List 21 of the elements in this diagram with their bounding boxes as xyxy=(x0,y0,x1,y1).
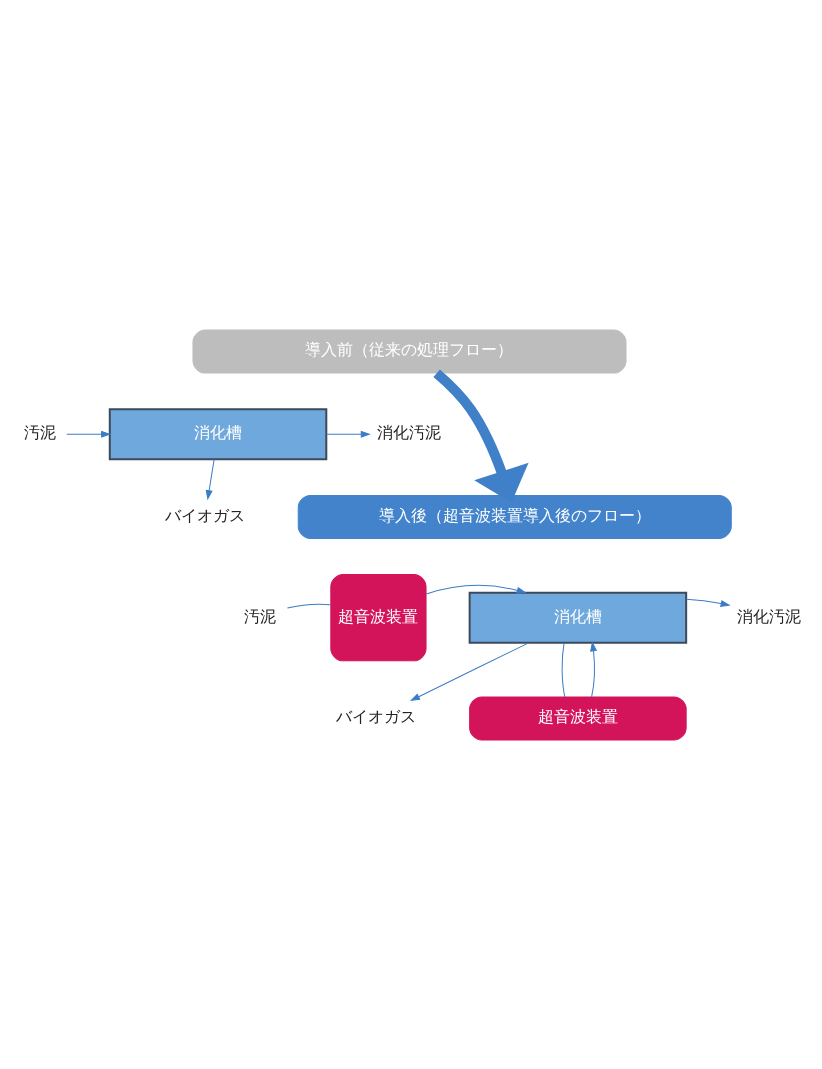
node-box: 超音波装置 xyxy=(469,695,687,740)
node-box: 導入前（従来の処理フロー） xyxy=(192,329,627,374)
arrow xyxy=(685,598,730,607)
node-text: 汚泥 xyxy=(244,606,277,626)
node-box: 消化槽 xyxy=(108,407,328,460)
node-text: 消化汚泥 xyxy=(377,422,442,442)
node-text: 消化汚泥 xyxy=(737,606,802,626)
node-text: バイオガス xyxy=(336,706,417,726)
arrow xyxy=(425,584,526,595)
node-text: 汚泥 xyxy=(23,422,56,442)
arrow xyxy=(590,641,597,697)
node-box: 導入後（超音波装置導入後のフロー） xyxy=(297,494,732,539)
node-text: バイオガス xyxy=(165,505,246,525)
arrow xyxy=(326,430,370,438)
node-box: 消化槽 xyxy=(468,591,688,644)
node-box: 超音波装置 xyxy=(330,573,427,661)
connector xyxy=(286,603,332,609)
arrow xyxy=(66,430,111,438)
arrow xyxy=(410,641,530,701)
arrow xyxy=(205,458,215,499)
connector xyxy=(561,641,566,697)
